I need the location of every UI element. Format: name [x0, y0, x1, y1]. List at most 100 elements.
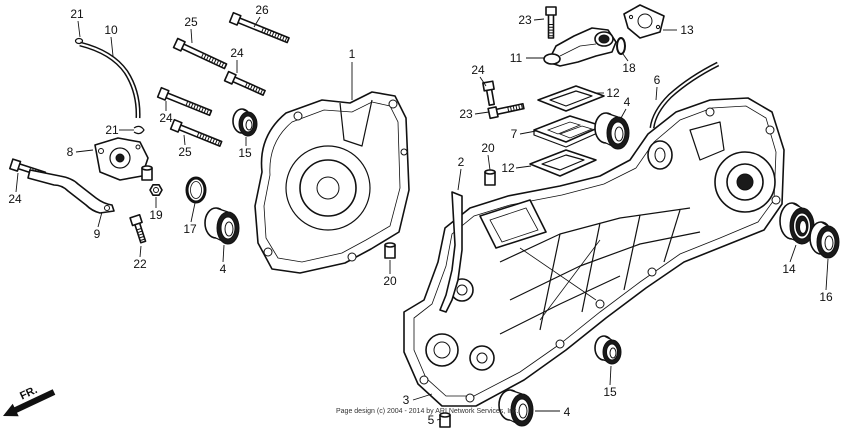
leader-line: [825, 258, 829, 291]
leader-line: [190, 28, 193, 44]
front-arrow-icon: [3, 389, 56, 417]
seal-edge: [820, 221, 829, 227]
leader-line: [519, 130, 537, 135]
bolt-head: [223, 70, 237, 85]
leader-lines: [15, 16, 829, 421]
bolt-24-right: [482, 80, 496, 106]
callout-18: 18: [622, 61, 636, 75]
crankcase-rib: [581, 222, 601, 313]
callout-3: 3: [403, 393, 410, 407]
ring-inner: [190, 181, 202, 199]
crankcase-bolt-boss: [595, 299, 605, 309]
crankcase-axle-bore: [736, 173, 754, 191]
crankcase-crank-bore: [433, 341, 451, 359]
leader-line: [789, 244, 797, 263]
bolt-24-mid: [156, 86, 213, 117]
callout-22: 22: [133, 257, 147, 271]
cover-bearing-boss: [285, 145, 371, 231]
leader-line: [620, 108, 627, 119]
dowel-end: [384, 242, 396, 248]
leader-line: [515, 165, 532, 169]
callout-7: 7: [511, 127, 518, 141]
crankcase-pivot-hole: [476, 352, 488, 364]
lever-hole: [104, 205, 110, 211]
cover-rim: [263, 101, 401, 263]
crankcase-intake-port: [489, 207, 539, 243]
callout-10: 10: [104, 23, 118, 37]
bolt-head: [156, 86, 170, 101]
reed-valve-petal: [546, 121, 582, 135]
callout-4: 4: [564, 405, 571, 419]
seal-edge: [241, 108, 249, 113]
crankcase-shaft-bore: [654, 147, 666, 163]
gasket-hole: [628, 14, 634, 20]
crankcase-rib: [539, 233, 561, 331]
callout-24: 24: [159, 111, 173, 125]
bearing-4-bottom: [498, 389, 534, 427]
leader-line: [75, 149, 94, 153]
bolt-head: [487, 106, 499, 120]
clip-21-top: [74, 37, 84, 45]
lever-9: [27, 169, 115, 214]
callout-19: 19: [149, 208, 163, 222]
callout-12: 12: [606, 86, 620, 100]
callout-14: 14: [782, 262, 796, 276]
bolt-head: [482, 80, 495, 92]
crankcase-rib: [509, 231, 701, 301]
crankcase-bolt-boss: [705, 107, 715, 117]
bolt-25-upper: [172, 37, 228, 70]
ring-17: [185, 176, 207, 204]
nut-19: [149, 184, 163, 196]
bearing-bore: [518, 403, 528, 419]
dowel-20-right: [484, 169, 496, 186]
crankcase-flange: [413, 105, 777, 397]
crankcase-rib: [623, 214, 641, 291]
crankcase-3: [403, 97, 785, 407]
callout-20: 20: [383, 274, 397, 288]
leader-line: [253, 16, 261, 28]
callout-11: 11: [510, 51, 523, 65]
tube-bore: [651, 63, 719, 129]
bearing-bore: [799, 220, 807, 234]
seal-15-bottom: [594, 335, 622, 365]
bearing-bore: [224, 221, 234, 237]
leader-line: [77, 20, 81, 38]
pump-outlet-top: [141, 165, 153, 171]
leader-line: [412, 393, 433, 401]
callout-labels: 21 10 25 26 24 1 23 13 11 18 24 6 12 4 2…: [8, 3, 833, 427]
bolt-shank: [547, 13, 555, 39]
bolt-22: [129, 213, 147, 244]
bolt-23-top: [545, 6, 557, 39]
bearing-edge: [791, 202, 803, 209]
seal-bore: [609, 347, 617, 359]
reed-valve-petal: [558, 125, 594, 139]
clip-21-mid: [133, 125, 145, 135]
tube-10: [79, 41, 141, 119]
cover-bolt-boss: [347, 252, 357, 262]
callout-21: 21: [70, 7, 84, 21]
callout-8: 8: [67, 145, 74, 159]
callout-25: 25: [184, 15, 198, 29]
tube-bore: [79, 43, 140, 119]
ring-outer: [185, 176, 207, 204]
bearing-edge: [215, 207, 229, 213]
cover-bore: [316, 176, 340, 200]
cover-bolt-boss: [293, 111, 303, 121]
cover-rib: [339, 99, 373, 147]
tube-6: [649, 61, 720, 129]
leader-line: [479, 76, 487, 87]
leader-line: [655, 86, 658, 101]
bolt-head: [129, 213, 143, 227]
crankcase-mount-hole: [456, 284, 468, 296]
bolt-head: [228, 11, 242, 26]
leader-line: [183, 134, 186, 146]
pump-mount-hole: [98, 148, 104, 154]
bolt-24-upper: [223, 70, 266, 96]
callout-20: 20: [481, 141, 495, 155]
callout-16: 16: [819, 290, 833, 304]
bolt-head: [172, 37, 186, 52]
callout-4: 4: [624, 95, 631, 109]
callout-15: 15: [238, 146, 252, 160]
bearing-14: [779, 202, 815, 245]
leader-line: [457, 168, 462, 191]
